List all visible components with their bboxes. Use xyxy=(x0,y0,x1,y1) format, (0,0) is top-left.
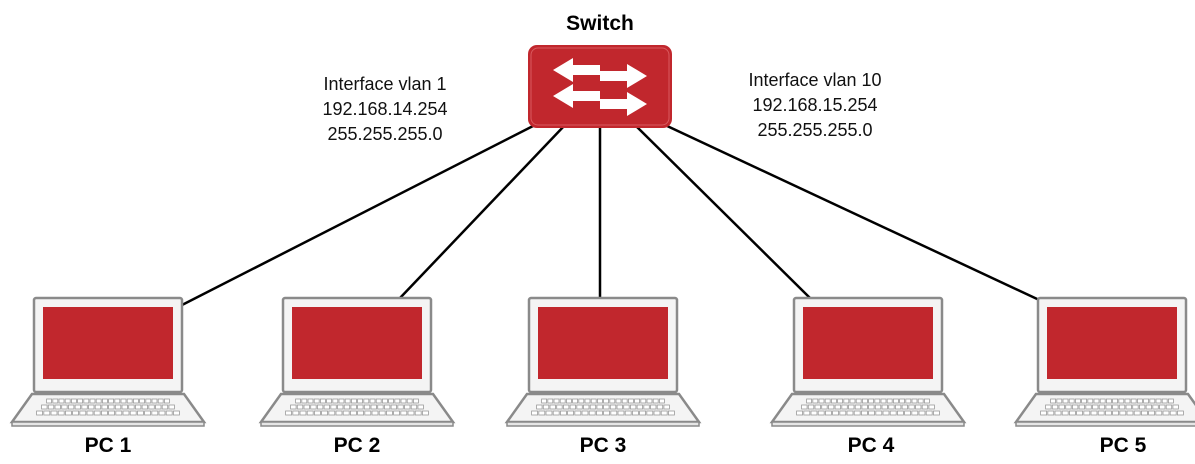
interface-name: Interface vlan 10 xyxy=(748,70,882,90)
laptops xyxy=(9,296,1195,427)
switch-icon xyxy=(528,45,672,128)
interface-mask: 255.255.255.0 xyxy=(327,124,443,144)
interface-vlan-1-info: Interface vlan 1 192.168.14.254 255.255.… xyxy=(290,72,480,147)
laptop-icon xyxy=(258,296,456,427)
keyboard xyxy=(1040,398,1184,416)
links xyxy=(181,123,1051,307)
link-pc4 xyxy=(634,124,811,299)
pc-label-5: PC 5 xyxy=(1099,434,1147,457)
laptop-icon xyxy=(1013,296,1195,427)
interface-mask: 255.255.255.0 xyxy=(757,120,873,140)
link-pc2 xyxy=(399,124,566,299)
link-pc5 xyxy=(664,123,1051,307)
pc-label-2: PC 2 xyxy=(333,434,381,457)
keyboard xyxy=(285,398,429,416)
interface-ip: 192.168.14.254 xyxy=(322,99,448,119)
interface-name: Interface vlan 1 xyxy=(323,74,447,94)
interface-vlan-10-info: Interface vlan 10 192.168.15.254 255.255… xyxy=(720,68,910,143)
keyboard xyxy=(36,398,180,416)
pc-label-3: PC 3 xyxy=(579,434,627,457)
pc-label-1: PC 1 xyxy=(84,434,132,457)
keyboard xyxy=(531,398,675,416)
keyboard xyxy=(796,398,940,416)
link-pc1 xyxy=(181,123,536,307)
interface-ip: 192.168.15.254 xyxy=(752,95,878,115)
laptop-icon xyxy=(769,296,967,427)
laptop-icon xyxy=(504,296,702,427)
switch-label: Switch xyxy=(566,12,634,35)
pc-label-4: PC 4 xyxy=(847,434,895,457)
laptop-icon xyxy=(9,296,207,427)
